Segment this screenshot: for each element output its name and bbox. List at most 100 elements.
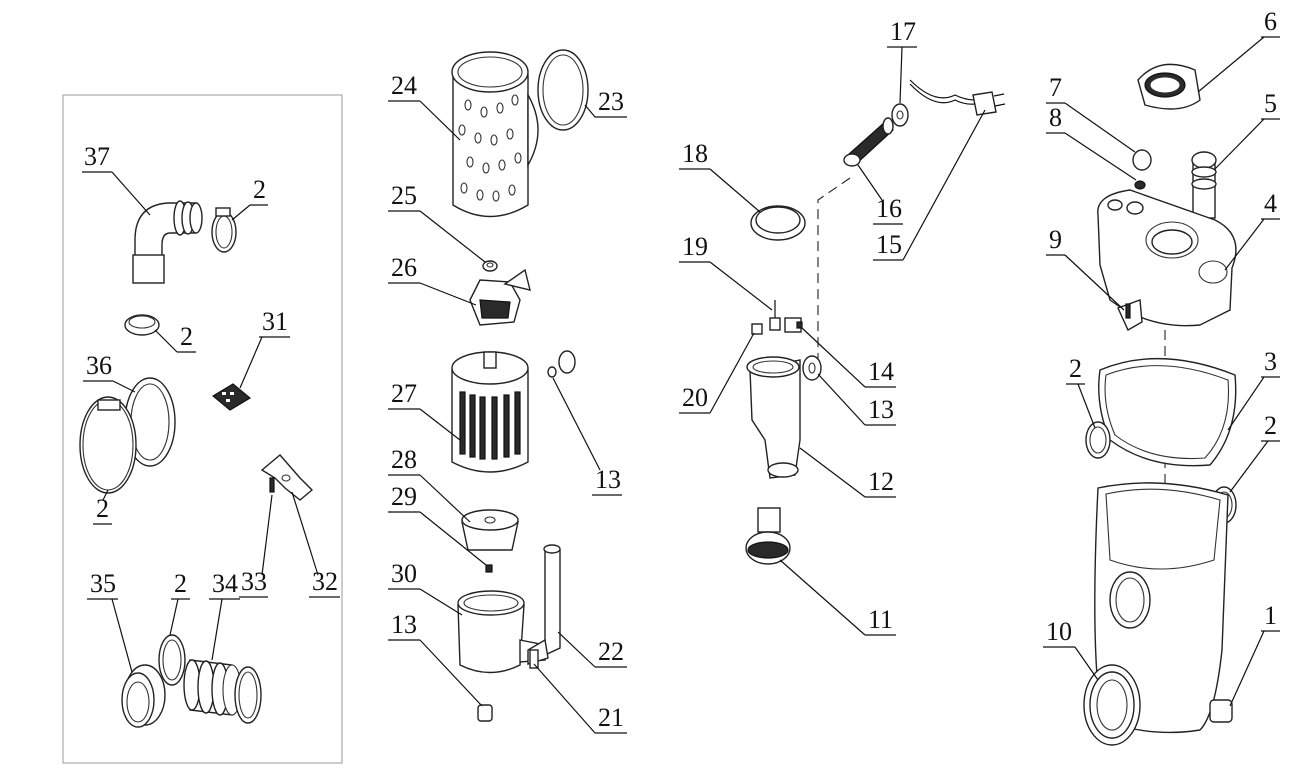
label-15: 15 [876, 230, 902, 259]
callout-21: 21 [533, 663, 627, 734]
label-1: 1 [1264, 601, 1277, 630]
label-23: 23 [598, 87, 624, 116]
part-29-screw [485, 564, 493, 573]
part-19-pin [769, 300, 781, 331]
part-28-impeller [461, 509, 519, 551]
label-20: 20 [682, 383, 708, 412]
assembly-dash-line-cord [817, 177, 851, 362]
callout-5: 5 [1213, 89, 1280, 171]
label-27: 27 [391, 379, 417, 408]
label-30: 30 [391, 559, 417, 588]
part-13-grommet-right [802, 355, 822, 381]
label-2-tank-left: 2 [1069, 354, 1082, 383]
part-36-gasket-ring [124, 377, 176, 467]
label-9: 9 [1049, 225, 1062, 254]
part-35-threaded-coupling [121, 664, 166, 728]
callout-1: 1 [1229, 601, 1280, 707]
part-21-clip [529, 649, 539, 669]
label-34: 34 [212, 569, 238, 598]
label-2-top: 2 [253, 175, 266, 204]
callout-2-lower: 2 [169, 569, 190, 636]
callout-13-control: 13 [817, 373, 896, 426]
part-27-motor [451, 351, 529, 473]
label-35: 35 [90, 569, 116, 598]
callout-22: 22 [557, 631, 627, 668]
callout-8: 8 [1046, 103, 1137, 181]
part-8-seal [1134, 180, 1146, 190]
accessory-panel-frame [62, 94, 343, 764]
callout-7: 7 [1046, 73, 1136, 153]
part-13-bottom-grommet [477, 704, 493, 722]
part-17-washer [891, 103, 909, 127]
callout-33: 33 [239, 494, 273, 598]
label-37: 37 [84, 142, 110, 171]
label-13-motor: 13 [595, 465, 621, 494]
part-4-lid [1097, 189, 1237, 327]
part-5-spout [1191, 151, 1217, 219]
part-13-grommet [547, 350, 576, 378]
label-31: 31 [262, 307, 288, 336]
part-31-filter-pad [211, 383, 252, 411]
label-14: 14 [868, 357, 894, 386]
label-36: 36 [86, 351, 112, 380]
callout-27: 27 [388, 379, 461, 441]
label-26: 26 [391, 253, 417, 282]
label-13-control: 13 [868, 395, 894, 424]
callout-32: 32 [291, 491, 340, 598]
label-33: 33 [241, 567, 267, 596]
label-24: 24 [391, 71, 417, 100]
callout-31: 31 [239, 307, 290, 389]
callout-36: 36 [83, 351, 136, 393]
part-25-nut [482, 260, 498, 272]
part-33-screw [269, 477, 275, 493]
callout-24: 24 [388, 71, 461, 141]
callout-37: 37 [82, 142, 151, 216]
callout-2-top: 2 [231, 175, 268, 221]
callout-2-tank-left: 2 [1066, 354, 1096, 429]
label-2-large: 2 [96, 494, 109, 523]
callout-17: 17 [887, 17, 917, 104]
callout-29: 29 [388, 482, 487, 566]
callout-9: 9 [1046, 225, 1125, 311]
label-19: 19 [682, 232, 708, 261]
callout-34: 34 [209, 569, 240, 661]
part-15-power-cord [909, 79, 1006, 116]
label-8: 8 [1049, 103, 1062, 132]
part-3-tank-gasket [1098, 358, 1237, 467]
label-18: 18 [682, 139, 708, 168]
part-10-outlet [1083, 664, 1141, 746]
callout-2-ring: 2 [154, 322, 196, 353]
callout-18: 18 [679, 139, 761, 213]
part-16-cord-grip [843, 117, 894, 167]
part-12-control-housing [746, 356, 801, 479]
part-11-valve [745, 507, 791, 565]
callout-35: 35 [87, 569, 133, 673]
label-29: 29 [391, 482, 417, 511]
label-11: 11 [868, 605, 893, 634]
callout-14: 14 [801, 327, 896, 388]
callout-15: 15 [873, 109, 986, 261]
callout-11: 11 [779, 559, 896, 636]
part-30-pump-housing [457, 590, 546, 674]
part-1-tank [1094, 482, 1233, 734]
part-7-knob [1132, 149, 1152, 171]
part-2-clamp-lower [158, 634, 186, 686]
callout-2-large: 2 [93, 489, 112, 525]
label-5: 5 [1264, 89, 1277, 118]
callout-30: 30 [388, 559, 463, 616]
part-24-perforated-filter-cage [451, 51, 539, 218]
part-2-clamp-34 [234, 666, 262, 724]
label-22: 22 [598, 637, 624, 666]
part-2-tank-clamp-left [1085, 421, 1111, 459]
part-23-sealing-ring [537, 49, 589, 131]
callout-10: 10 [1043, 617, 1099, 681]
label-16: 16 [876, 194, 902, 223]
callout-26: 26 [388, 253, 477, 306]
part-14-switch [784, 317, 803, 333]
callout-28: 28 [388, 445, 471, 523]
callout-4: 4 [1224, 189, 1280, 271]
part-18-cap [750, 205, 806, 241]
part-2-clamp-ring [124, 314, 160, 336]
part-34-hose-coupling [183, 659, 242, 716]
label-12: 12 [868, 467, 894, 496]
